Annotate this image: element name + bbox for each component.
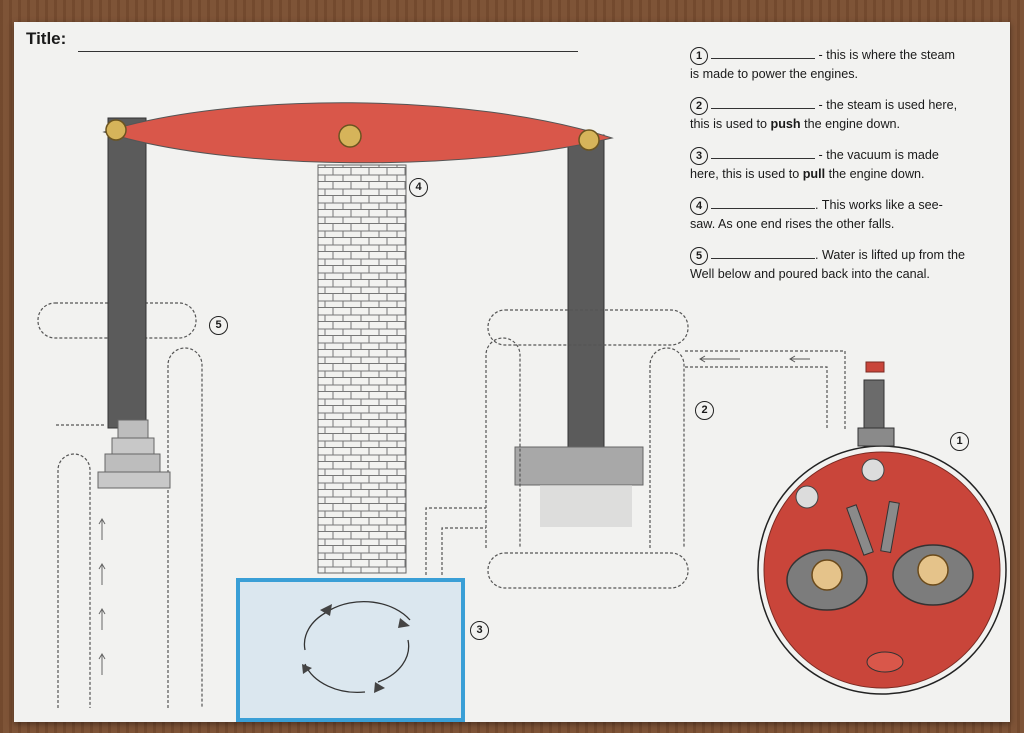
title-answer-line[interactable] — [78, 51, 578, 52]
question-4-text-a: . This works like a see- — [815, 198, 943, 212]
right-piston-rod — [514, 134, 644, 527]
question-3-text-b-pre: here, this is used to — [690, 166, 803, 181]
question-5-number: 5 — [690, 246, 708, 265]
title-label: Title: — [26, 29, 67, 48]
question-5-text-a: . Water is lifted up from the — [815, 248, 966, 262]
question-4-number: 4 — [690, 196, 708, 215]
diagram-marker-2: 2 — [695, 401, 714, 420]
left-pump-rod — [97, 117, 171, 489]
question-1-text-a: - this is where the steam — [815, 48, 955, 62]
question-3-text-b-post: the engine down. — [825, 166, 925, 181]
question-1-blank[interactable] — [711, 47, 815, 59]
question-3-text-b-bold: pull — [802, 166, 826, 181]
diagram-marker-5: 5 — [209, 316, 228, 335]
question-1-number: 1 — [690, 46, 708, 65]
steam-pipe — [685, 350, 846, 430]
condenser-box — [236, 578, 465, 722]
question-5-text-b: Well below and poured back into the cana… — [690, 266, 930, 281]
question-3-number: 3 — [690, 146, 708, 165]
question-5: 5 . Water is lifted up from the Well belo… — [690, 246, 1000, 283]
question-2-text-a: - the steam is used here, — [815, 98, 958, 112]
question-4-text-b: saw. As one end rises the other falls. — [690, 216, 895, 231]
boiler — [757, 361, 1007, 695]
brick-chimney — [317, 164, 407, 574]
diagram-marker-3: 3 — [470, 621, 489, 640]
steam-cylinder-outline — [485, 309, 689, 589]
question-1: 1 - this is where the steam is made to p… — [690, 46, 1000, 83]
question-2-text-b-pre: this is used to — [690, 116, 771, 131]
condenser-pipe — [425, 507, 486, 575]
question-2-blank[interactable] — [711, 97, 815, 109]
question-3-blank[interactable] — [711, 147, 815, 159]
question-2-text-b-bold: push — [770, 116, 801, 131]
pump-pipe-left-outline — [57, 453, 91, 708]
steam-pipe-arrows — [699, 355, 810, 363]
question-1-text-b: is made to power the engines. — [690, 66, 859, 81]
question-3: 3 - the vacuum is made here, this is use… — [690, 146, 1000, 183]
question-2-text-b-post: the engine down. — [800, 116, 901, 131]
pump-up-arrows — [98, 518, 106, 675]
question-4: 4 . This works like a see- saw. As one en… — [690, 196, 1000, 233]
diagram-marker-4: 4 — [409, 178, 428, 197]
diagram-marker-1: 1 — [950, 432, 969, 451]
question-4-blank[interactable] — [711, 197, 815, 209]
question-5-blank[interactable] — [711, 247, 815, 259]
question-2-number: 2 — [690, 96, 708, 115]
pump-pipe-right-outline — [167, 347, 203, 708]
question-2: 2 - the steam is used here, this is used… — [690, 96, 1000, 133]
rocking-beam — [102, 102, 614, 164]
question-3-text-a: - the vacuum is made — [815, 148, 939, 162]
